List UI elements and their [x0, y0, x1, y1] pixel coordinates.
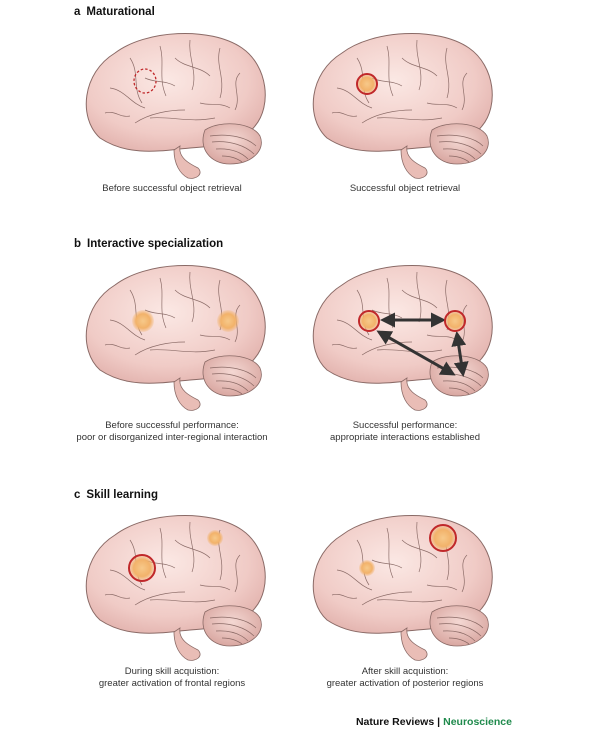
credit-source: Nature Reviews: [355, 716, 435, 728]
brain-base: [312, 515, 493, 661]
panel-a-right-caption: Successful object retrieval: [275, 183, 535, 195]
panel-b-title: b Interactive specialization: [74, 238, 223, 250]
brain-illustration: [85, 265, 266, 411]
credit-separator: |: [437, 716, 441, 728]
arrow-frontal-cerebellum: [376, 330, 456, 376]
brain-illustration: [85, 515, 266, 661]
active-region-frontal: [358, 310, 380, 332]
dashed-region-frontal: [133, 68, 157, 94]
active-region-parietal: [429, 524, 457, 552]
panel-a-title-text: Maturational: [86, 6, 155, 18]
brain-base: [85, 33, 266, 179]
arrow-parietal-cerebellum: [451, 331, 469, 377]
panel-c-left-caption: During skill acquistion: greater activat…: [42, 666, 302, 690]
interaction-arrows: [376, 312, 469, 377]
brain-base: [85, 265, 266, 411]
caption-line: During skill acquistion:: [124, 666, 220, 677]
panel-a-left-caption: Before successful object retrieval: [42, 183, 302, 195]
brain-illustration: [312, 515, 493, 661]
caption-line: Before successful object retrieval: [102, 183, 242, 194]
brain-base: [312, 265, 493, 411]
caption-line: appropriate interactions established: [330, 432, 480, 443]
active-region-parietal: [217, 310, 239, 332]
panel-c-letter: c: [74, 489, 81, 501]
panel-a-letter: a: [74, 6, 81, 18]
brain-base: [85, 515, 266, 661]
panel-b-right-caption: Successful performance: appropriate inte…: [275, 420, 535, 444]
caption-line: greater activation of posterior regions: [326, 678, 484, 689]
brain-illustration: [312, 265, 493, 411]
active-region-frontal: [132, 310, 154, 332]
panel-c-right-caption: After skill acquistion: greater activati…: [275, 666, 535, 690]
credit-journal: Neuroscience: [443, 716, 512, 728]
panel-b-title-text: Interactive specialization: [87, 238, 224, 250]
caption-line: Successful performance:: [352, 420, 458, 431]
caption-line: greater activation of frontal regions: [98, 678, 246, 689]
caption-line: poor or disorganized inter-regional inte…: [76, 432, 268, 443]
panel-c-title: c Skill learning: [74, 489, 158, 501]
active-region-parietal: [207, 530, 223, 546]
active-region-parietal: [444, 310, 466, 332]
panel-a-title: a Maturational: [74, 6, 155, 18]
active-region-frontal: [359, 560, 375, 576]
source-credit: Nature Reviews|Neuroscience: [356, 716, 512, 728]
brain-illustration: [85, 33, 266, 179]
caption-line: Successful object retrieval: [349, 183, 461, 194]
caption-line: After skill acquistion:: [361, 666, 449, 677]
brain-illustration: [312, 33, 493, 179]
brain-base: [312, 33, 493, 179]
panel-b-left-caption: Before successful performance: poor or d…: [42, 420, 302, 444]
panel-b-letter: b: [74, 238, 82, 250]
panel-c-title-text: Skill learning: [86, 489, 158, 501]
active-region-frontal: [128, 554, 156, 582]
active-region-frontal: [356, 73, 378, 95]
caption-line: Before successful performance:: [105, 420, 239, 431]
